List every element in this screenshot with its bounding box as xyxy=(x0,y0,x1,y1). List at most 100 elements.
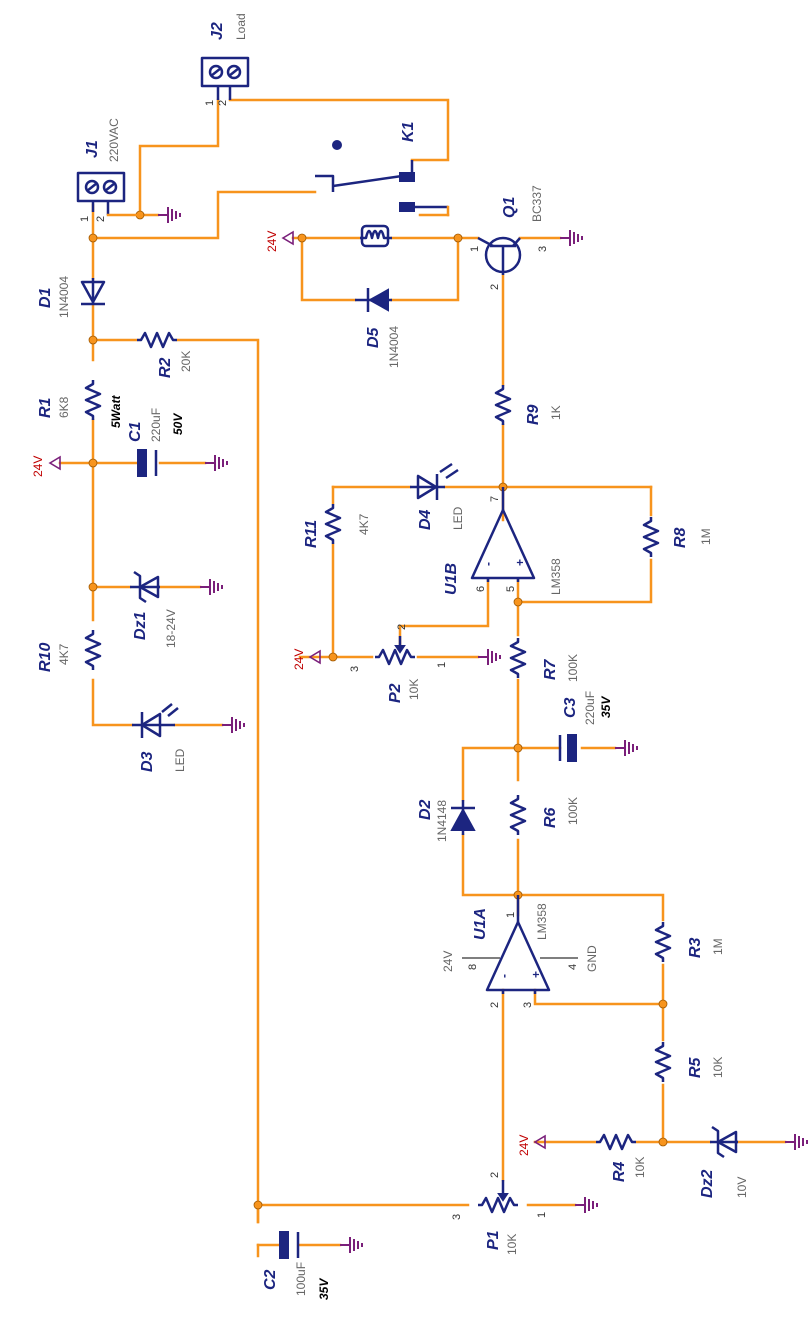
resistor-r10: R10 4K7 xyxy=(37,628,102,672)
rating-c1: 50V xyxy=(171,413,185,435)
ref-q1: Q1 xyxy=(501,197,518,218)
net-24v-p2: 24V xyxy=(292,649,306,670)
relay-k1: K1 xyxy=(315,121,450,248)
diode-d2: D2 1N4148 xyxy=(417,799,476,842)
ref-c1: C1 xyxy=(127,421,144,442)
val-r6: 100K xyxy=(566,797,580,825)
opamp-u1b: - + 7 6 5 U1B LM358 xyxy=(443,487,563,595)
val-r2: 20K xyxy=(179,351,193,372)
rating-c3: 35V xyxy=(599,696,613,718)
connector-j1: 1 2 J1 220VAC xyxy=(76,118,142,222)
ref-p2: P2 xyxy=(387,683,404,703)
svg-text:-: - xyxy=(481,562,495,566)
val-r5: 10K xyxy=(711,1057,725,1078)
val-c1: 220uF xyxy=(149,408,163,442)
svg-text:1: 1 xyxy=(536,1212,548,1218)
capacitor-c1: C1 220uF 50V xyxy=(127,408,185,477)
svg-text:7: 7 xyxy=(489,496,501,502)
val-r8: 1M xyxy=(699,528,713,545)
ref-r8: R8 xyxy=(672,527,689,548)
ref-dz1: Dz1 xyxy=(132,611,149,640)
power-flags: 24V 24V 24V 24V xyxy=(31,231,546,1156)
val-r11: 4K7 xyxy=(357,513,371,535)
wires xyxy=(58,98,787,1258)
led-d3: D3 LED xyxy=(132,703,187,772)
ref-u1b: U1B xyxy=(443,563,460,595)
zener-dz1: Dz1 18-24V xyxy=(130,570,178,648)
ref-dz2: Dz2 xyxy=(699,1169,716,1198)
svg-text:5: 5 xyxy=(505,586,517,592)
resistor-r7: R7 100K xyxy=(509,636,580,682)
ref-d2: D2 xyxy=(417,799,434,820)
resistor-r2: R2 20K xyxy=(135,331,193,378)
ref-r4: R4 xyxy=(611,1161,628,1182)
val-r9: 1K xyxy=(549,405,563,420)
rating-c2: 35V xyxy=(317,1278,331,1300)
svg-text:3: 3 xyxy=(522,1002,534,1008)
ref-j1: J1 xyxy=(84,140,101,158)
ref-d5: D5 xyxy=(365,326,382,348)
svg-text:1: 1 xyxy=(204,100,216,106)
svg-text:3: 3 xyxy=(349,666,361,672)
resistor-r11: R11 4K7 xyxy=(303,502,371,548)
resistor-r1: R1 6K8 5Watt xyxy=(37,378,123,428)
ref-j2: J2 xyxy=(209,22,226,40)
ref-d1: D1 xyxy=(37,287,54,308)
diode-d5: D5 1N4004 xyxy=(355,288,401,368)
val-r3: 1M xyxy=(711,938,725,955)
connector-j2: 1 2 J2 Load xyxy=(200,13,250,106)
val-p2: 10K xyxy=(407,679,421,700)
ref-k1: K1 xyxy=(400,121,417,142)
ground-symbols xyxy=(157,206,808,1254)
svg-text:8: 8 xyxy=(467,964,479,970)
val-dz2: 10V xyxy=(735,1177,749,1198)
transistor-q1: 1 3 2 Q1 BC337 xyxy=(469,185,549,290)
val-c2: 100uF xyxy=(294,1262,308,1296)
svg-text:4: 4 xyxy=(567,964,579,970)
ref-r11: R11 xyxy=(303,520,320,548)
ref-r9: R9 xyxy=(525,404,542,425)
capacitor-c3: C3 220uF 35V xyxy=(558,691,613,762)
val-c3: 220uF xyxy=(583,691,597,725)
resistor-r9: R9 1K xyxy=(494,383,563,427)
val-p1: 10K xyxy=(505,1234,519,1255)
resistor-r8: R8 1M xyxy=(642,515,713,559)
val-d5: 1N4004 xyxy=(387,326,401,368)
val-j2: Load xyxy=(234,13,248,40)
resistor-r3: R3 1M xyxy=(654,920,725,964)
val-d1: 1N4004 xyxy=(57,276,71,318)
ref-r6: R6 xyxy=(542,807,559,828)
ref-r7: R7 xyxy=(542,658,559,680)
val-u1a: LM358 xyxy=(535,903,549,940)
svg-text:6: 6 xyxy=(475,586,487,592)
ref-c2: C2 xyxy=(262,1269,279,1290)
svg-text:3: 3 xyxy=(537,246,549,252)
svg-text:2: 2 xyxy=(95,216,107,222)
ref-r5: R5 xyxy=(687,1056,704,1078)
val-r4: 10K xyxy=(633,1157,647,1178)
resistor-r4: R4 10K xyxy=(594,1133,647,1182)
val-d3: LED xyxy=(173,748,187,772)
svg-text:-: - xyxy=(497,974,511,978)
svg-text:1: 1 xyxy=(505,912,517,918)
zener-dz2: Dz2 10V xyxy=(699,1125,749,1198)
u1a-vcc: 24V xyxy=(441,951,455,972)
val-r10: 4K7 xyxy=(57,643,71,665)
svg-text:2: 2 xyxy=(396,624,408,630)
led-d4: D4 LED xyxy=(410,462,465,530)
opamp-u1a: - + 1 2 3 8 4 24V GND U1A LM358 xyxy=(441,895,599,1008)
resistor-r6: R6 100K xyxy=(509,793,580,837)
val-j1: 220VAC xyxy=(107,118,121,162)
svg-text:+: + xyxy=(529,971,543,978)
svg-text:1: 1 xyxy=(436,662,448,668)
u1a-gnd: GND xyxy=(585,945,599,972)
ref-d3: D3 xyxy=(139,751,156,772)
val-r7: 100K xyxy=(566,654,580,682)
net-24v-relay: 24V xyxy=(265,231,279,252)
rating-r1: 5Watt xyxy=(109,395,123,428)
svg-text:1: 1 xyxy=(469,246,481,252)
val-u1b: LM358 xyxy=(549,558,563,595)
ref-r1: R1 xyxy=(37,397,54,418)
val-dz1: 18-24V xyxy=(164,609,178,648)
